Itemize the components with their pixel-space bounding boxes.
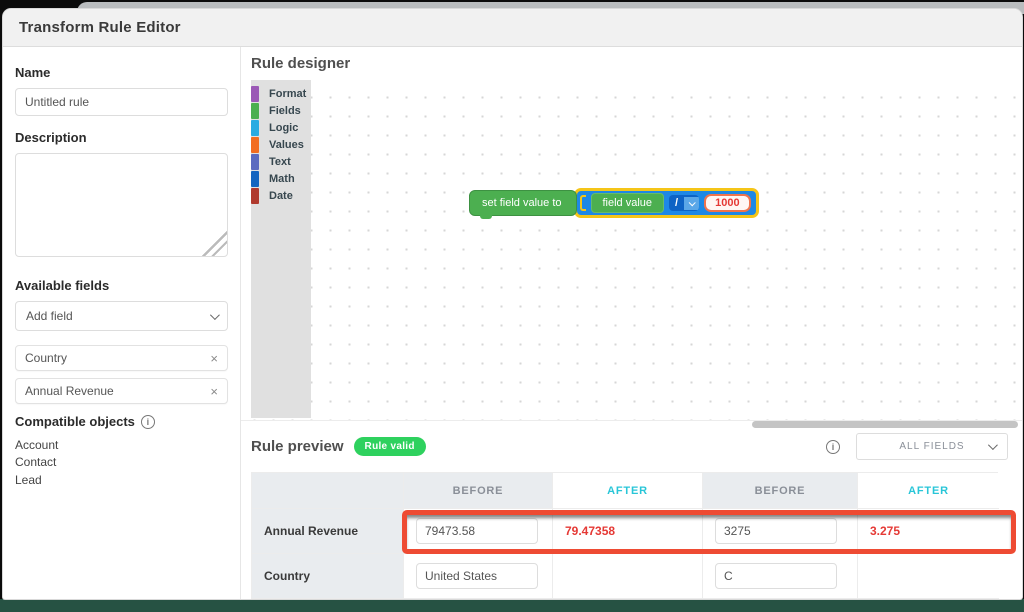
horizontal-scrollbar[interactable]	[752, 421, 1018, 428]
rule-preview-section: Rule preview Rule valid i ALL FIELDS	[241, 421, 1022, 599]
transform-rule-editor-modal: Transform Rule Editor Name Description A…	[3, 9, 1022, 599]
field-chip-annual-revenue: Annual Revenue ×	[15, 378, 228, 404]
table-cell	[553, 554, 703, 599]
name-label: Name	[15, 65, 51, 80]
modal-title: Transform Rule Editor	[19, 19, 181, 36]
table-cell	[404, 509, 553, 554]
category-color-bar	[251, 153, 259, 170]
rule-designer-section: Rule designer Format Fields	[241, 47, 1022, 428]
description-label: Description	[15, 130, 87, 145]
after-value: 79.47358	[565, 524, 616, 538]
category-color-bar	[251, 136, 259, 153]
set-field-value-block[interactable]: set field value to field value / 1000	[469, 188, 759, 219]
rule-preview-title: Rule preview	[251, 438, 344, 455]
add-field-select[interactable]: Add field	[15, 301, 228, 331]
table-cell	[858, 554, 999, 599]
palette-category-date[interactable]: Date	[251, 187, 311, 204]
main-panel: Rule designer Format Fields	[241, 47, 1022, 599]
table-cell: 79.47358	[553, 509, 703, 554]
compatible-objects-header: Compatible objects i	[15, 414, 228, 429]
info-icon[interactable]: i	[826, 439, 840, 454]
compatible-objects-label: Compatible objects	[15, 414, 135, 429]
field-chip-label: Country	[25, 351, 68, 365]
row-label-country: Country	[252, 554, 404, 599]
category-color-bar	[251, 102, 259, 119]
chevron-down-icon	[684, 196, 700, 210]
field-chip-country: Country ×	[15, 345, 228, 371]
after-value: 3.275	[870, 524, 901, 538]
category-color-bar	[251, 85, 259, 102]
page-bottom-bar	[0, 599, 1024, 612]
block-connector-icon	[579, 195, 586, 211]
table-cell	[703, 509, 858, 554]
palette-category-format[interactable]: Format	[251, 85, 311, 102]
chevron-down-icon	[987, 440, 998, 451]
compatible-object-account: Account	[15, 438, 59, 452]
modal-header: Transform Rule Editor	[3, 9, 1022, 47]
rule-name-input[interactable]	[15, 88, 228, 116]
palette-category-fields[interactable]: Fields	[251, 102, 311, 119]
table-header-before-2: BEFORE	[703, 473, 858, 509]
compatible-object-lead: Lead	[15, 472, 42, 487]
available-fields-label: Available fields	[15, 278, 110, 293]
table-header-after-2: AFTER	[858, 473, 999, 509]
before-value-input[interactable]	[715, 563, 837, 589]
table-cell	[404, 554, 553, 599]
palette-category-logic[interactable]: Logic	[251, 119, 311, 136]
chevron-down-icon	[209, 309, 220, 320]
description-textarea[interactable]	[15, 153, 228, 257]
operator-dropdown[interactable]: /	[669, 195, 700, 211]
palette-category-text[interactable]: Text	[251, 153, 311, 170]
table-cell	[703, 554, 858, 599]
set-field-value-label[interactable]: set field value to	[469, 190, 577, 219]
blockly-canvas[interactable]: Format Fields Logic Values	[251, 80, 1022, 428]
table-header-before-1: BEFORE	[404, 473, 553, 509]
before-value-input[interactable]	[416, 563, 538, 589]
row-label-annual-revenue: Annual Revenue	[252, 509, 404, 554]
field-value-block[interactable]: field value	[590, 193, 665, 213]
palette-category-values[interactable]: Values	[251, 136, 311, 153]
remove-field-icon[interactable]: ×	[210, 350, 218, 366]
table-header-after-1: AFTER	[553, 473, 703, 509]
math-division-block[interactable]: field value / 1000	[573, 188, 759, 218]
before-value-input[interactable]	[715, 518, 837, 544]
number-block[interactable]: 1000	[704, 194, 751, 212]
sidebar: Name Description Available fields Add fi…	[3, 47, 241, 599]
rule-designer-title: Rule designer	[251, 55, 351, 72]
before-value-input[interactable]	[416, 518, 538, 544]
category-color-bar	[251, 187, 259, 204]
add-field-select-value: Add field	[26, 309, 73, 323]
rule-valid-badge: Rule valid	[353, 437, 426, 456]
field-chip-label: Annual Revenue	[25, 384, 114, 398]
info-icon[interactable]: i	[140, 414, 155, 429]
category-color-bar	[251, 119, 259, 136]
remove-field-icon[interactable]: ×	[210, 383, 218, 399]
compatible-object-contact: Contact	[15, 455, 57, 470]
preview-table: BEFORE AFTER BEFORE AFTER Annual Revenue…	[251, 472, 1016, 599]
block-palette: Format Fields Logic Values	[251, 80, 311, 418]
category-color-bar	[251, 170, 259, 187]
table-header-empty	[252, 473, 404, 509]
fields-filter-select[interactable]: ALL FIELDS	[856, 433, 1008, 460]
table-cell: 3.275	[858, 509, 999, 554]
palette-category-math[interactable]: Math	[251, 170, 311, 187]
